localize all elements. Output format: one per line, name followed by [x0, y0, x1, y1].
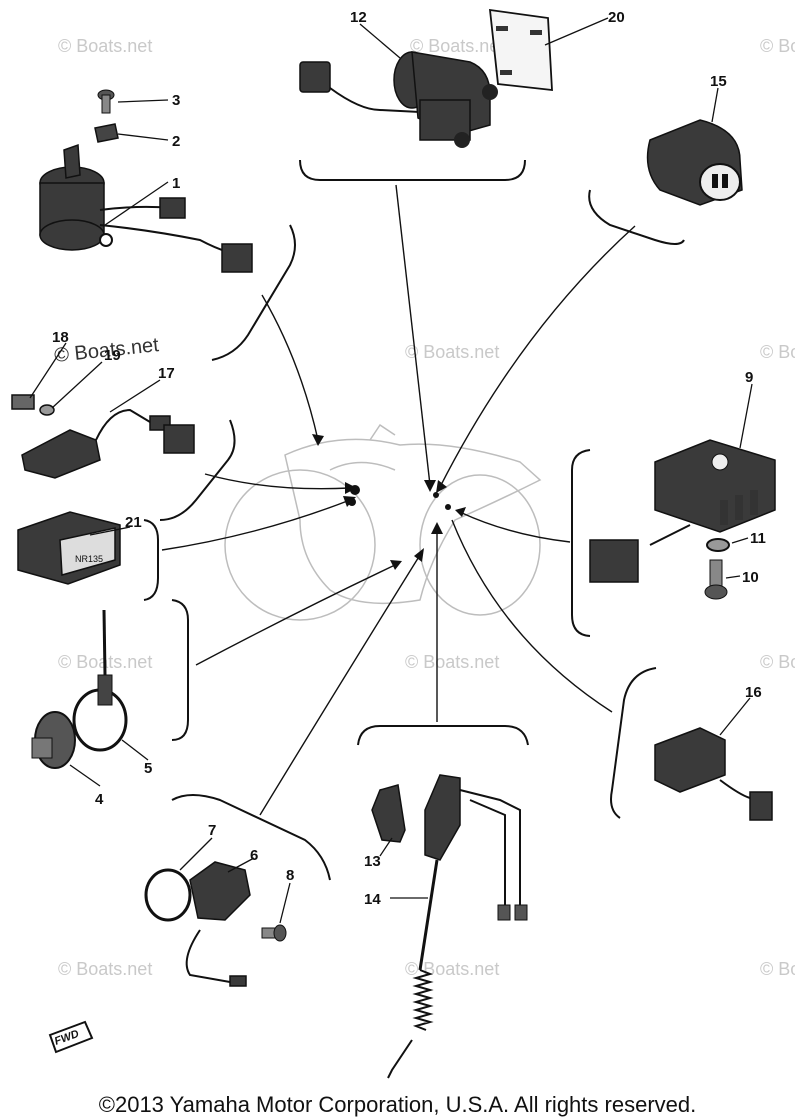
callout-10: 10 — [742, 569, 759, 586]
callout-3: 3 — [172, 92, 180, 109]
callout-21: 21 — [125, 514, 142, 531]
screw-10 — [704, 559, 728, 600]
regulator-9 — [589, 439, 776, 583]
watermark: © Boats.net — [760, 342, 795, 362]
bracket-13 — [371, 784, 406, 843]
callout-11: 11 — [750, 530, 766, 547]
callout-8: 8 — [286, 867, 294, 884]
callout-1: 1 — [172, 175, 180, 192]
flasher-relay-15 — [646, 119, 743, 206]
callout-7: 7 — [208, 822, 216, 839]
screw-8 — [261, 924, 287, 942]
callout-15: 15 — [710, 73, 727, 90]
group-brackets — [143, 159, 685, 881]
copyright-notice: ©2013 Yamaha Motor Corporation, U.S.A. A… — [98, 1092, 697, 1117]
callout-16: 16 — [745, 684, 762, 701]
frame-outline — [224, 423, 542, 621]
main-switch-1 — [39, 143, 253, 273]
label-card-20 — [488, 8, 553, 92]
washer-11 — [706, 538, 730, 552]
watermark: © Boats.net — [760, 36, 795, 56]
callout-19: 19 — [104, 347, 121, 364]
washer-2 — [94, 123, 119, 143]
watermark: © Boats.net — [760, 959, 795, 979]
callout-leaders — [29, 17, 753, 924]
relay-21: NR135 — [17, 511, 121, 585]
sensor-4 — [31, 711, 76, 769]
callout-18: 18 — [52, 329, 69, 346]
callout-14: 14 — [364, 891, 381, 908]
callout-4: 4 — [95, 791, 104, 808]
screw-18 — [11, 394, 35, 410]
relay-16 — [654, 727, 773, 821]
callout-2: 2 — [172, 133, 180, 150]
switch-assembly-17 — [21, 408, 195, 479]
relay-21-label: NR135 — [75, 554, 103, 564]
screw-3 — [97, 89, 115, 114]
callout-12: 12 — [350, 9, 367, 26]
callout-17: 17 — [158, 365, 175, 382]
starter-relay-12 — [299, 51, 498, 148]
fwd-arrow: FWD — [48, 1020, 94, 1054]
callout-20: 20 — [608, 9, 625, 26]
callout-5: 5 — [144, 760, 152, 777]
watermark: © Boats.net — [405, 652, 499, 672]
watermark-layer: © Boats.net © Boats.net © Boats.net © Bo… — [53, 36, 795, 979]
stop-switch-14 — [387, 774, 528, 1079]
callout-6: 6 — [250, 847, 258, 864]
watermark: © Boats.net — [410, 36, 504, 56]
base-plate-6 — [185, 861, 251, 987]
callout-13: 13 — [364, 853, 381, 870]
washer-19 — [39, 404, 55, 416]
watermark: © Boats.net — [58, 959, 152, 979]
o-ring-7 — [144, 868, 192, 922]
watermark: © Boats.net — [760, 652, 795, 672]
leader-lines — [161, 184, 636, 816]
sensor-cover-5 — [72, 609, 128, 752]
callout-9: 9 — [745, 369, 753, 386]
watermark: © Boats.net — [58, 36, 152, 56]
callout-labels: 12 20 15 3 2 1 18 19 17 9 21 11 10 16 5 … — [52, 9, 766, 908]
watermark: © Boats.net — [405, 342, 499, 362]
